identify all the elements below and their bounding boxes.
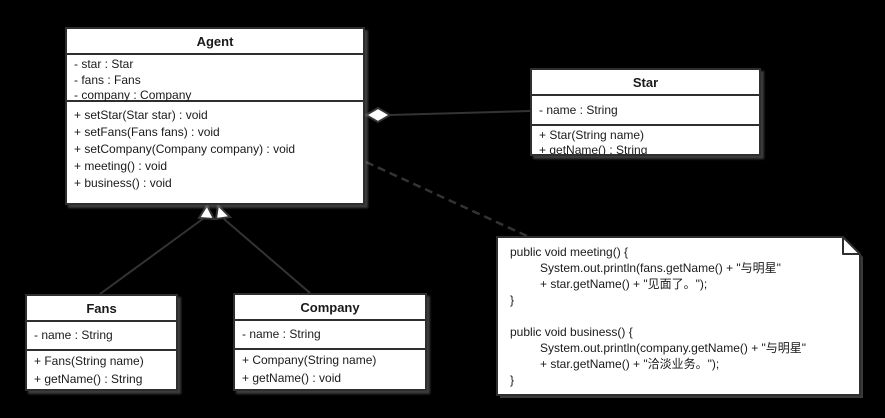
- method-row: + getName() : String: [34, 371, 143, 386]
- note-anchor-edge[interactable]: [365, 160, 528, 238]
- class-box-fans[interactable]: Fans - name : String + Fans(String name)…: [25, 294, 178, 391]
- attribute-row: - company : Company: [74, 88, 192, 102]
- code-note-text[interactable]: public void meeting() { System.out.print…: [497, 237, 860, 395]
- methods-section: + Star(String name) + getName() : String: [532, 126, 759, 156]
- code-line: [510, 308, 860, 324]
- aggregation-diamond-icon: [364, 106, 392, 124]
- class-box-star[interactable]: Star - name : String + Star(String name)…: [530, 68, 761, 156]
- code-line: public void business() {: [510, 325, 633, 339]
- methods-section: + Company(String name) + getName() : voi…: [235, 350, 425, 389]
- attributes-section: - name : String: [235, 321, 425, 350]
- code-line: + star.getName() + "洽淡业务。");: [510, 357, 720, 371]
- attributes-section: - star : Star - fans : Fans - company : …: [67, 55, 363, 102]
- methods-section: + setStar(Star star) : void + setFans(Fa…: [67, 102, 363, 203]
- method-row: + setStar(Star star) : void: [74, 108, 208, 122]
- method-row: + Company(String name): [242, 353, 377, 367]
- code-line: System.out.println(company.getName() + "…: [510, 341, 807, 355]
- attribute-row: - name : String: [242, 327, 321, 341]
- code-line: System.out.println(fans.getName() + "与明星…: [510, 261, 781, 275]
- method-row: + Fans(String name): [34, 354, 144, 368]
- method-row: + getName() : void: [242, 370, 342, 385]
- code-line: public void meeting() {: [510, 245, 629, 259]
- code-line: }: [510, 293, 515, 307]
- attributes-section: - name : String: [27, 322, 176, 351]
- method-row: + setCompany(Company company) : void: [74, 142, 296, 156]
- method-row: + Star(String name): [539, 128, 645, 142]
- method-row: + business() : void: [74, 176, 172, 190]
- code-note[interactable]: [496, 236, 863, 398]
- generalization-arrow-icon: [197, 202, 216, 221]
- class-title: Company: [235, 295, 425, 321]
- method-row: + getName() : String: [539, 143, 648, 156]
- method-row: + setFans(Fans fans) : void: [74, 125, 220, 139]
- aggregation-edge-agent-star[interactable]: [364, 106, 531, 124]
- note-fold-icon: [842, 236, 861, 255]
- generalization-edge-company-agent[interactable]: [214, 202, 311, 294]
- class-box-company[interactable]: Company - name : String + Company(String…: [233, 293, 427, 391]
- class-title: Star: [532, 70, 759, 96]
- attributes-section: - name : String: [532, 96, 759, 126]
- class-box-agent[interactable]: Agent - star : Star - fans : Fans - comp…: [65, 27, 365, 205]
- code-line: }: [510, 373, 515, 387]
- generalization-arrow-icon: [214, 202, 233, 221]
- aggregation-line[interactable]: [389, 110, 531, 116]
- note-body[interactable]: [496, 236, 861, 396]
- attribute-row: - star : Star: [74, 57, 134, 71]
- generalization-edge-fans-agent[interactable]: [99, 202, 216, 295]
- generalization-line-fans[interactable]: [99, 217, 205, 295]
- code-line: + star.getName() + "见面了。");: [510, 277, 708, 291]
- methods-section: + Fans(String name) + getName() : String: [27, 351, 176, 389]
- attribute-row: - name : String: [539, 103, 618, 117]
- class-title: Fans: [27, 296, 176, 322]
- generalization-line-company[interactable]: [223, 218, 311, 294]
- attribute-row: - fans : Fans: [74, 72, 141, 87]
- attribute-row: - name : String: [34, 328, 113, 342]
- method-row: + meeting() : void: [74, 159, 168, 173]
- class-title: Agent: [67, 29, 363, 55]
